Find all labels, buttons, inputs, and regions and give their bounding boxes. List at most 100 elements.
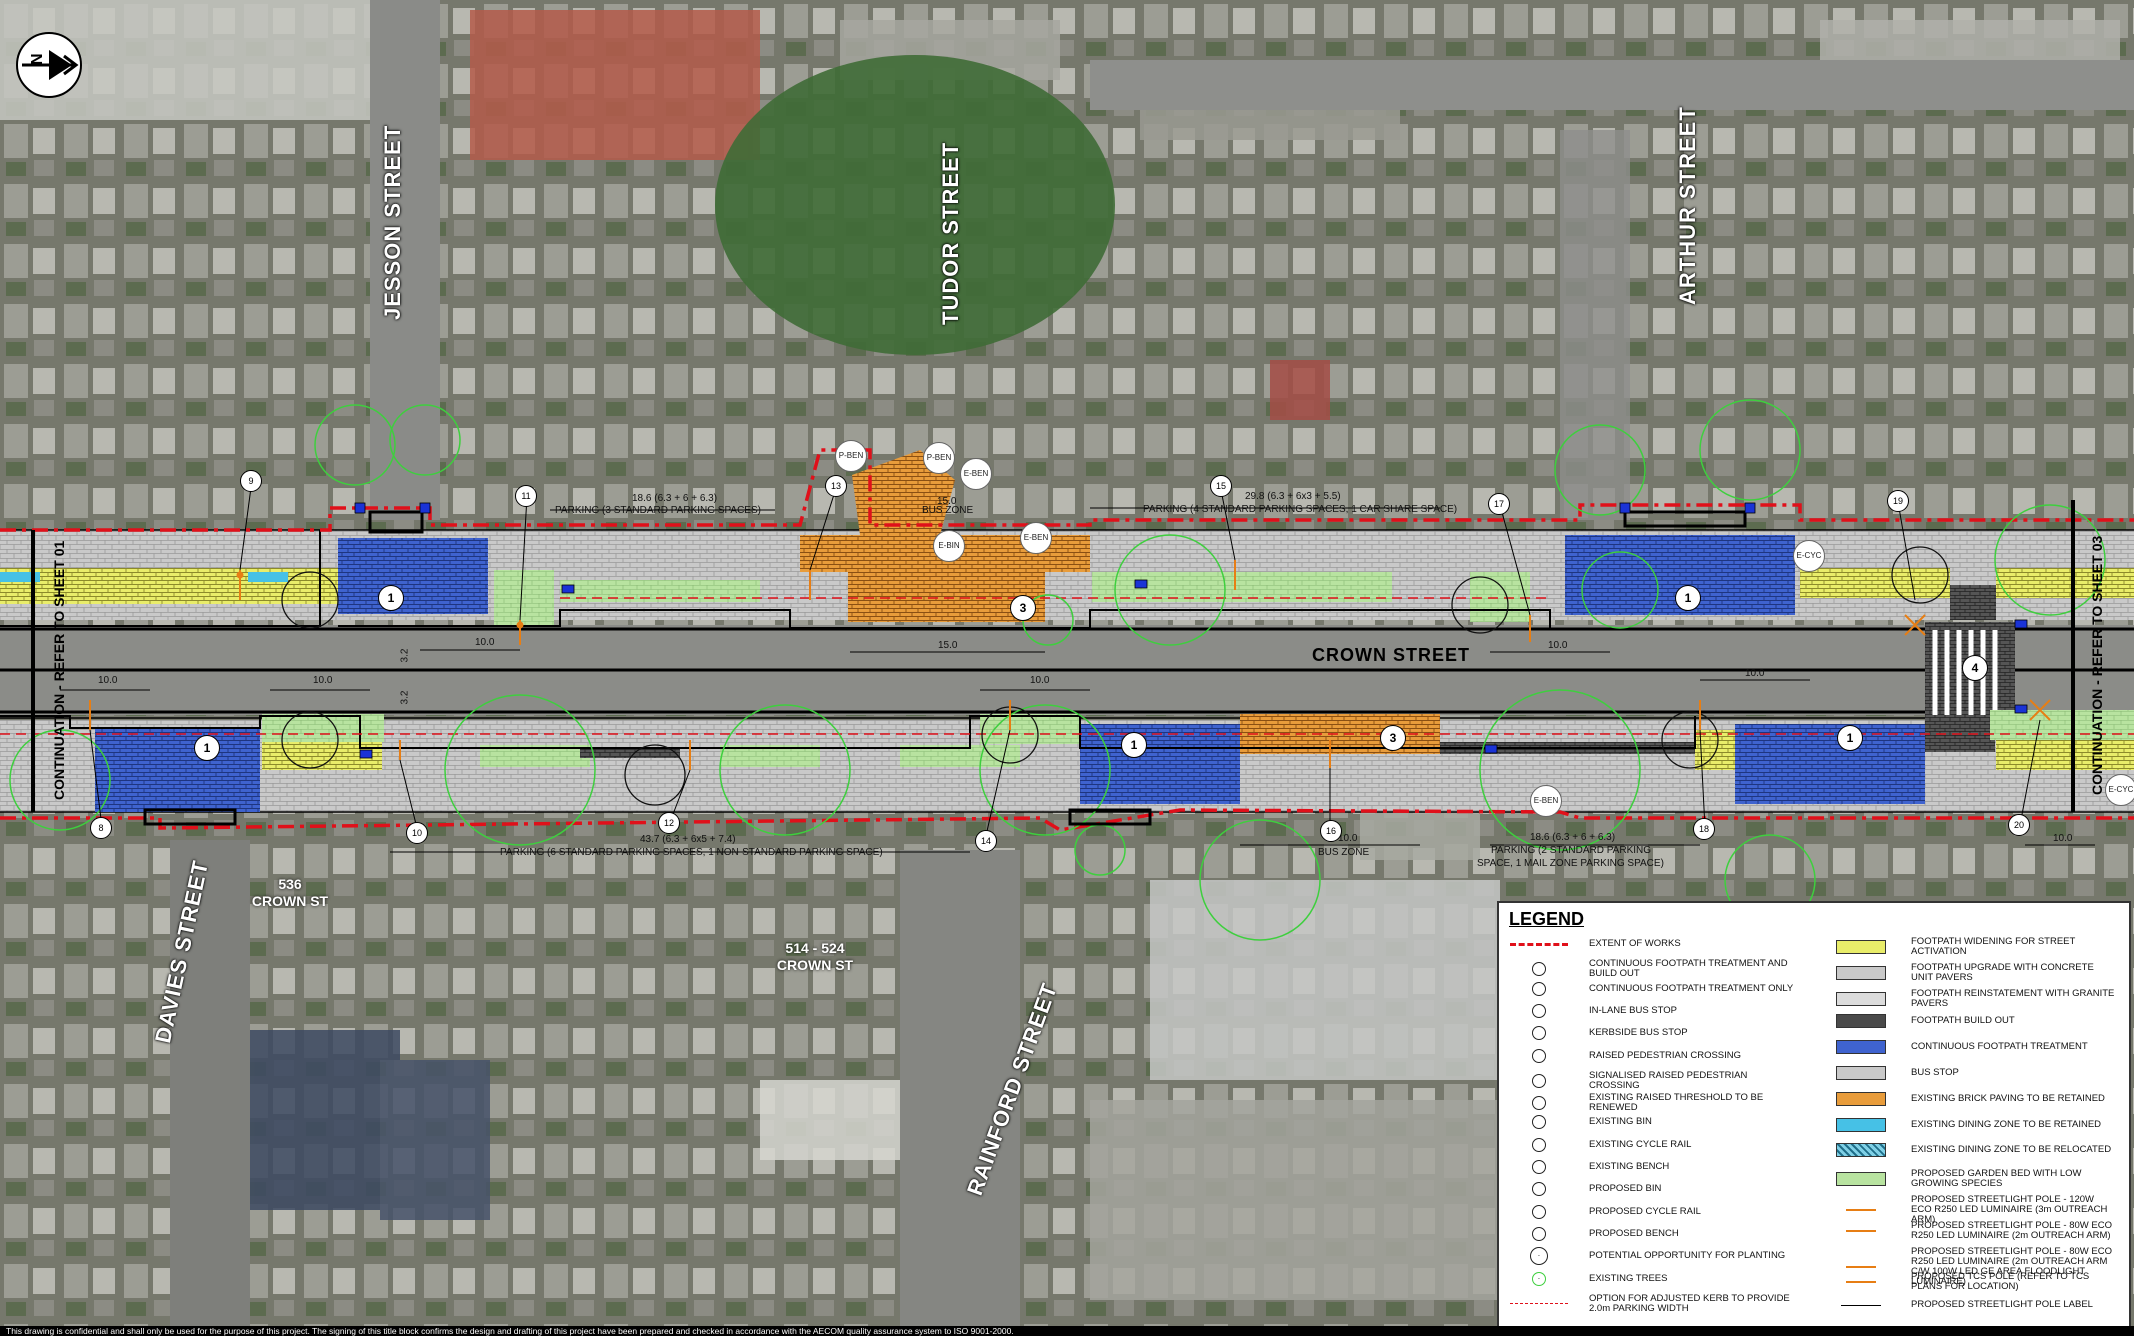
- legend-row: EXTENT OF WORKS: [1507, 937, 1794, 951]
- tudor-street-label: TUDOR STREET: [938, 141, 963, 325]
- legend-symbol: [1829, 1014, 1893, 1029]
- legend-text: PROPOSED TCS POLE (REFER TO TCS PLANS FO…: [1911, 1271, 2090, 1293]
- legend-text: FOOTPATH UPGRADE WITH CONCRETE UNIT PAVE…: [1911, 961, 2094, 983]
- legend-row: PROPOSED BIN: [1507, 1182, 1794, 1197]
- legend-symbol: [1507, 1115, 1571, 1130]
- legend-row: FOOTPATH BUILD OUT: [1829, 1014, 2116, 1029]
- legend-text: FOOTPATH BUILD OUT: [1911, 1015, 2015, 1027]
- legend-symbol: [1829, 1066, 1893, 1080]
- street-furniture-marker: E-BEN: [960, 458, 992, 490]
- continuous-footpath-s2: [1080, 724, 1240, 804]
- legend-row: EXISTING CYCLE RAIL: [1507, 1137, 1794, 1152]
- legend-row: PROPOSED BENCH: [1507, 1226, 1794, 1241]
- legend-symbol: [1507, 1182, 1571, 1197]
- parking-2-text: PARKING (4 STANDARD PARKING SPACES, 1 CA…: [1143, 504, 1458, 515]
- legend-symbol: [1829, 965, 1893, 980]
- streetlight-pole-label: 12: [658, 812, 680, 834]
- streetlight-pole-label: 14: [975, 830, 997, 852]
- legend-row: PROPOSED GARDEN BED WITH LOW GROWING SPE…: [1829, 1169, 2116, 1189]
- legend-symbol: [1507, 1048, 1571, 1063]
- legend-text: EXISTING BRICK PAVING TO BE RETAINED: [1911, 1092, 2105, 1104]
- legend-text: SIGNALISED RAISED PEDESTRIAN CROSSING: [1589, 1069, 1748, 1091]
- legend-symbol: [1829, 1224, 1893, 1238]
- treatment-number-marker: 1: [194, 735, 220, 761]
- dimension-label: 3.2: [399, 690, 411, 705]
- streetlight-pole-label: 15: [1210, 475, 1232, 497]
- legend-symbol: [1507, 981, 1571, 996]
- bus-zone-top-text: BUS ZONE: [922, 505, 974, 516]
- legend-row: EXISTING RAISED THRESHOLD TO BE RENEWED: [1507, 1093, 1794, 1113]
- legend-text: FOOTPATH REINSTATEMENT WITH GRANITE PAVE…: [1911, 987, 2115, 1009]
- legend-symbol: [1507, 1297, 1571, 1311]
- legend-text: PROPOSED BIN: [1589, 1183, 1662, 1195]
- continuous-footpath-s1: [95, 728, 260, 812]
- dimension-label: 10.0: [1745, 668, 1765, 679]
- street-furniture-marker: P-BEN: [835, 440, 867, 472]
- dimension-label: 10.0: [98, 675, 118, 686]
- address-536: 536 CROWN ST: [251, 876, 329, 909]
- legend-text: KERBSIDE BUS STOP: [1589, 1027, 1688, 1039]
- parking-1-dimension: 18.6 (6.3 + 6 + 6.3): [632, 493, 718, 504]
- bus-zone-top-dimension: 15.0: [937, 496, 957, 507]
- parking-4-text-line1: PARKING (2 STANDARD PARKING: [1491, 845, 1652, 856]
- continuous-footpath-n1: [338, 538, 488, 614]
- legend-text: EXISTING BENCH: [1589, 1161, 1670, 1172]
- legend-symbol: [1829, 1275, 1893, 1289]
- legend-symbol: [1829, 1203, 1893, 1217]
- legend-symbol: [1829, 1298, 1893, 1312]
- dimension-label: 10.0: [475, 637, 495, 648]
- legend-text: CONTINUOUS FOOTPATH TREATMENT AND BUILD …: [1589, 958, 1788, 980]
- dimension-label: 10.0: [1338, 833, 1358, 844]
- streetlight-pole-label: 11: [515, 485, 537, 507]
- legend-symbol: [1507, 1026, 1571, 1041]
- legend-text: EXISTING TREES: [1589, 1272, 1668, 1284]
- legend-row: FOOTPATH REINSTATEMENT WITH GRANITE PAVE…: [1829, 987, 2116, 1009]
- treatment-number-marker: 1: [378, 585, 404, 611]
- legend-text: EXTENT OF WORKS: [1589, 938, 1681, 949]
- bus-zone-bottom-text: BUS ZONE: [1318, 847, 1370, 858]
- parking-3-text: PARKING (6 STANDARD PARKING SPACES, 1 NO…: [500, 847, 883, 858]
- legend-symbol: [1507, 962, 1571, 977]
- legend-symbol: [1507, 1096, 1571, 1111]
- legend-text: PROPOSED STREETLIGHT POLE - 80W ECO R250…: [1911, 1219, 2112, 1241]
- streetlight-pole-label: 17: [1488, 493, 1510, 515]
- legend-symbol: [1507, 937, 1571, 951]
- legend-symbol: [1829, 1172, 1893, 1187]
- legend-text: CONTINUOUS FOOTPATH TREATMENT: [1911, 1041, 2088, 1053]
- legend-row: FOOTPATH WIDENING FOR STREET ACTIVATION: [1829, 937, 2116, 957]
- dimension-label: 3.2: [399, 648, 411, 663]
- street-furniture-marker: E-CYC: [2105, 774, 2134, 806]
- crown-street-label: CROWN STREET: [1312, 645, 1470, 665]
- legend-symbol: [1829, 991, 1893, 1006]
- legend-text: PROPOSED GARDEN BED WITH LOW GROWING SPE…: [1911, 1168, 2082, 1190]
- legend-text: PROPOSED STREETLIGHT POLE - 80W ECO R250…: [1911, 1245, 2112, 1287]
- legend-symbol: [1507, 1160, 1571, 1174]
- legend-text: PROPOSED CYCLE RAIL: [1589, 1205, 1701, 1217]
- legend-row: PROPOSED TCS POLE (REFER TO TCS PLANS FO…: [1829, 1272, 2116, 1292]
- legend-text: EXISTING CYCLE RAIL: [1589, 1138, 1692, 1150]
- legend-symbol: [1829, 1117, 1893, 1132]
- legend-row: BUS STOP: [1829, 1066, 2116, 1080]
- legend-text: PROPOSED BENCH: [1589, 1227, 1679, 1239]
- legend-text: EXISTING DINING ZONE TO BE RELOCATED: [1911, 1144, 2112, 1156]
- street-furniture-marker: E-BIN: [933, 530, 965, 562]
- parking-1-text: PARKING (3 STANDARD PARKING SPACES): [555, 505, 761, 516]
- streetlight-pole-label: 10: [406, 822, 428, 844]
- legend-symbol: ·: [1507, 1247, 1571, 1266]
- parking-4-dimension: 18.6 (6.3 + 6 + 6.3): [1530, 832, 1616, 843]
- legend-symbol: [1829, 1143, 1893, 1158]
- legend-row: EXISTING DINING ZONE TO BE RELOCATED: [1829, 1143, 2116, 1158]
- legend-text: EXISTING RAISED THRESHOLD TO BE RENEWED: [1589, 1092, 1764, 1114]
- legend-symbol: [1507, 1226, 1571, 1241]
- legend-text: POTENTIAL OPPORTUNITY FOR PLANTING: [1589, 1250, 1786, 1262]
- continuation-right: CONTINUATION - REFER TO SHEET 03: [2089, 535, 2105, 795]
- legend-symbol: [1829, 940, 1893, 954]
- legend-row: OPTION FOR ADJUSTED KERB TO PROVIDE 2.0m…: [1507, 1293, 1794, 1314]
- treatment-number-marker: 3: [1380, 725, 1406, 751]
- streetlight-pole-label: 13: [825, 475, 847, 497]
- legend-row: PROPOSED CYCLE RAIL: [1507, 1204, 1794, 1219]
- arthur-street-label: ARTHUR STREET: [1675, 106, 1700, 305]
- legend-row: CONTINUOUS FOOTPATH TREATMENT: [1829, 1040, 2116, 1055]
